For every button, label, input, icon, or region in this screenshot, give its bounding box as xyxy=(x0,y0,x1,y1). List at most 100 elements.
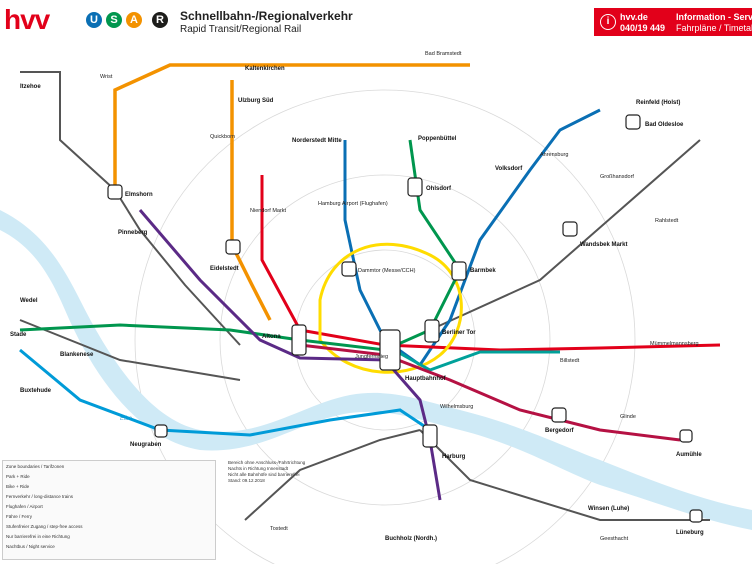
label-hoisdorf[interactable]: Großhansdorf xyxy=(600,174,634,180)
lueneburg-marker[interactable] xyxy=(689,509,703,523)
barmbek-marker[interactable] xyxy=(451,261,467,281)
label-quickborn[interactable]: Quickborn xyxy=(210,134,235,140)
label-stade[interactable]: Stade xyxy=(10,332,27,338)
legend-item-2: Bike + Ride xyxy=(6,484,30,489)
label-wrist[interactable]: Wrist xyxy=(100,74,113,80)
aumuehle-marker[interactable] xyxy=(679,429,693,443)
badge-u: U xyxy=(86,12,102,28)
label-rahlstedt[interactable]: Rahlstedt xyxy=(655,218,679,224)
line-a1-south[interactable] xyxy=(230,80,272,321)
neugraben-marker[interactable] xyxy=(154,424,168,438)
zone-ring-c xyxy=(134,89,636,564)
badge-r-letter: R xyxy=(156,14,164,26)
label-dammtor[interactable]: Dammtor (Messe/CCH) xyxy=(358,268,416,274)
label-aumuehle[interactable]: Aumühle xyxy=(676,452,702,458)
regional-line-north-east[interactable] xyxy=(429,139,701,331)
label-glinde[interactable]: Glinde xyxy=(620,414,636,420)
altona-marker[interactable] xyxy=(291,324,307,356)
info-icon: i xyxy=(600,14,616,30)
note-0: Bereich ohne Anschluss-/Fahrtrichtung xyxy=(228,460,306,465)
label-altona[interactable]: Altona xyxy=(262,334,281,340)
label-tostedt[interactable]: Tostedt xyxy=(270,526,288,532)
legend-item-6: Stufenfreier Zugang / step-free access xyxy=(6,524,83,529)
info-web[interactable]: hvv.de xyxy=(620,12,648,22)
legend-item-4: Flughafen / Airport xyxy=(6,504,43,509)
info-phone[interactable]: 040/19 449 xyxy=(620,23,666,33)
wandsbek-marker[interactable] xyxy=(562,221,578,237)
info-box[interactable]: i hvv.de 040/19 449 Information - Servic… xyxy=(594,8,752,36)
zone-rings xyxy=(134,89,636,564)
harburg-marker[interactable] xyxy=(422,424,438,448)
label-blankenese[interactable]: Blankenese xyxy=(60,352,94,358)
map-title: Schnellbahn-/Regionalverkehr xyxy=(180,9,353,23)
label-billstedt[interactable]: Billstedt xyxy=(560,358,580,364)
line-a1[interactable] xyxy=(113,63,470,190)
label-harburg[interactable]: Harburg xyxy=(442,454,466,460)
label-bergedorf[interactable]: Bergedorf xyxy=(545,428,575,434)
badge-u-letter: U xyxy=(90,14,98,26)
label-mummelmannsberg[interactable]: Mümmelmannsberg xyxy=(650,341,699,347)
note-1: Nachts in Richtung Innenstadt xyxy=(228,466,289,471)
station-labels: Kaltenkirchen Ulzburg Süd Quickborn Elms… xyxy=(10,51,704,542)
label-berliner-tor[interactable]: Berliner Tor xyxy=(442,330,476,336)
info-label-1: Information - Service xyxy=(676,12,752,22)
label-bad-oldesloe[interactable]: Bad Oldesloe xyxy=(645,122,684,128)
elmshorn-marker[interactable] xyxy=(107,184,123,200)
label-geesthacht[interactable]: Geesthacht xyxy=(600,536,629,542)
label-wilhelmsburg[interactable]: Wilhelmsburg xyxy=(440,404,473,410)
label-ahrensburg[interactable]: Ahrensburg xyxy=(540,152,568,158)
map-legend: Zone boundaries / Tarifzonen Park + Ride… xyxy=(2,460,217,560)
label-buxtehude[interactable]: Buxtehude xyxy=(20,388,52,394)
label-niendorf[interactable]: Niendorf Markt xyxy=(250,208,287,214)
info-label-2: Fahrpläne / Timetables xyxy=(676,23,752,33)
line-s2[interactable] xyxy=(299,343,681,442)
berliner-tor-marker[interactable] xyxy=(424,319,440,343)
label-winsen[interactable]: Winsen (Luhe) xyxy=(588,506,629,512)
eidelstedt-marker[interactable] xyxy=(225,239,241,255)
legend-item-0: Zone boundaries / Tarifzonen xyxy=(6,464,65,469)
legend-item-8: Nachtbus / Night service xyxy=(6,544,55,549)
line-s5[interactable] xyxy=(19,348,431,437)
bad-oldesloe-marker[interactable] xyxy=(625,114,641,130)
label-itzehoe[interactable]: Itzehoe xyxy=(20,84,41,90)
label-kaltenkirchen[interactable]: Kaltenkirchen xyxy=(245,66,285,72)
label-neugraben[interactable]: Neugraben xyxy=(130,442,162,448)
regional-line-west[interactable] xyxy=(19,319,241,381)
label-norderstedt[interactable]: Norderstedt Mitte xyxy=(292,138,342,144)
hvv-logo[interactable]: hvv xyxy=(4,4,50,35)
label-ohlsdorf[interactable]: Ohlsdorf xyxy=(426,186,452,192)
hbf-marker[interactable] xyxy=(379,329,401,371)
label-barmbek[interactable]: Barmbek xyxy=(470,268,496,274)
label-bad-bramstedt[interactable]: Bad Bramstedt xyxy=(425,51,462,57)
badge-r: R xyxy=(152,12,168,28)
label-lueneburg[interactable]: Lüneburg xyxy=(676,530,704,536)
label-wandsbek[interactable]: Wandsbek Markt xyxy=(580,242,627,248)
dammtor-marker[interactable] xyxy=(341,261,357,277)
legend-item-3: Fernverkehr / long-distance trains xyxy=(6,494,74,499)
label-airport[interactable]: Hamburg Airport (Flughafen) xyxy=(318,201,388,207)
regional-line-south-west[interactable] xyxy=(244,429,421,521)
badge-a: A xyxy=(126,12,142,28)
regional-line-south-east[interactable] xyxy=(419,429,710,521)
bergedorf-marker[interactable] xyxy=(551,407,567,423)
ohlsdorf-marker[interactable] xyxy=(407,177,423,197)
label-hbf[interactable]: Hauptbahnhof xyxy=(405,376,447,382)
legend-item-1: Park + Ride xyxy=(6,474,30,479)
label-reinfeld[interactable]: Reinfeld (Holst) xyxy=(636,100,680,106)
line-u3[interactable] xyxy=(318,242,463,374)
label-elmshorn[interactable]: Elmshorn xyxy=(125,192,153,198)
label-eidelstedt[interactable]: Eidelstedt xyxy=(210,266,239,272)
regional-line-north-west[interactable] xyxy=(20,71,241,346)
note-3: Stand: 09.12.2018 xyxy=(228,478,265,483)
line-u4[interactable] xyxy=(384,343,560,372)
label-buchholz[interactable]: Buchholz (Nordh.) xyxy=(385,536,437,542)
label-volksdorf[interactable]: Volksdorf xyxy=(495,166,523,172)
label-pinneberg[interactable]: Pinneberg xyxy=(118,230,148,236)
legend-item-5: Fähre / Ferry xyxy=(6,514,33,519)
label-poppenbuettel[interactable]: Poppenbüttel xyxy=(418,136,457,142)
label-ulzburg[interactable]: Ulzburg Süd xyxy=(238,98,274,104)
line-u1[interactable] xyxy=(343,108,601,368)
label-jungfernstieg[interactable]: Jungfernstieg xyxy=(355,354,388,360)
label-wedel[interactable]: Wedel xyxy=(20,298,38,304)
